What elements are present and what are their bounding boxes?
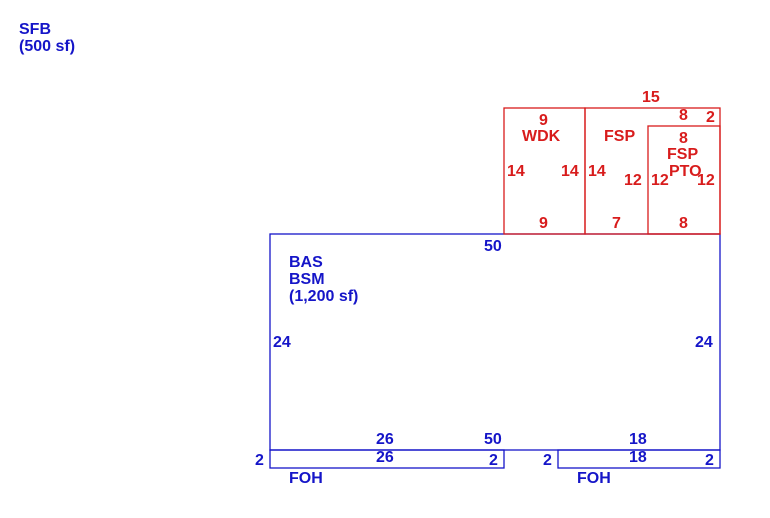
fsp-pto-inner-left-dimension: 12 (651, 172, 669, 189)
main-area-outline (269, 233, 721, 451)
fsp-overall-top-dimension: 15 (642, 89, 660, 106)
foh-left-top-inner-dimension: 26 (376, 449, 394, 466)
fsp-pto-small-top-dimension: 8 (679, 107, 688, 124)
fsp-pto-bottom-dimension: 8 (679, 215, 688, 232)
main-code-2: BSM (289, 271, 325, 288)
foh-left-left-dimension: 2 (255, 452, 264, 469)
fsp-label: FSP (604, 128, 635, 145)
wdk-label: WDK (522, 128, 561, 145)
foh-left-label: FOH (289, 470, 323, 487)
fsp-pto-outline (647, 125, 721, 235)
foh-right-top-outer-dimension: 18 (629, 431, 647, 448)
foh-right-top-inner-dimension: 18 (629, 449, 647, 466)
foh-left-top-outer-dimension: 26 (376, 431, 394, 448)
foh-right-right-dimension: 2 (705, 452, 714, 469)
wdk-left-dimension: 14 (507, 163, 525, 180)
summary-code: SFB (19, 21, 51, 38)
foh-right-left-dimension: 2 (543, 452, 552, 469)
main-code-1: BAS (289, 254, 323, 271)
summary-area: (500 sf) (19, 38, 75, 55)
main-right-dimension: 24 (695, 334, 713, 351)
main-top-dimension: 50 (484, 238, 502, 255)
main-bottom-dimension: 50 (484, 431, 502, 448)
foh-right-label: FOH (577, 470, 611, 487)
fsp-pto-right-dimension: 12 (697, 172, 715, 189)
fsp-pto-top-dimension: 8 (679, 130, 688, 147)
wdk-top-dimension: 9 (539, 112, 548, 129)
main-left-dimension: 24 (273, 334, 291, 351)
fsp-pto-label-1: FSP (667, 146, 698, 163)
wdk-right-dimension: 14 (561, 163, 579, 180)
fsp-left-dimension: 14 (588, 163, 606, 180)
wdk-bottom-dimension: 9 (539, 215, 548, 232)
foh-left-right-dimension: 2 (489, 452, 498, 469)
foh-left-outline (269, 449, 505, 469)
fsp-pto-left-dimension: 12 (624, 172, 642, 189)
foh-right-outline (557, 449, 721, 469)
fsp-pto-small-right-dimension: 2 (706, 109, 715, 126)
fsp-pto-label-2: PTO (669, 163, 702, 180)
main-area: (1,200 sf) (289, 288, 358, 305)
fsp-bottom-dimension: 7 (612, 215, 621, 232)
